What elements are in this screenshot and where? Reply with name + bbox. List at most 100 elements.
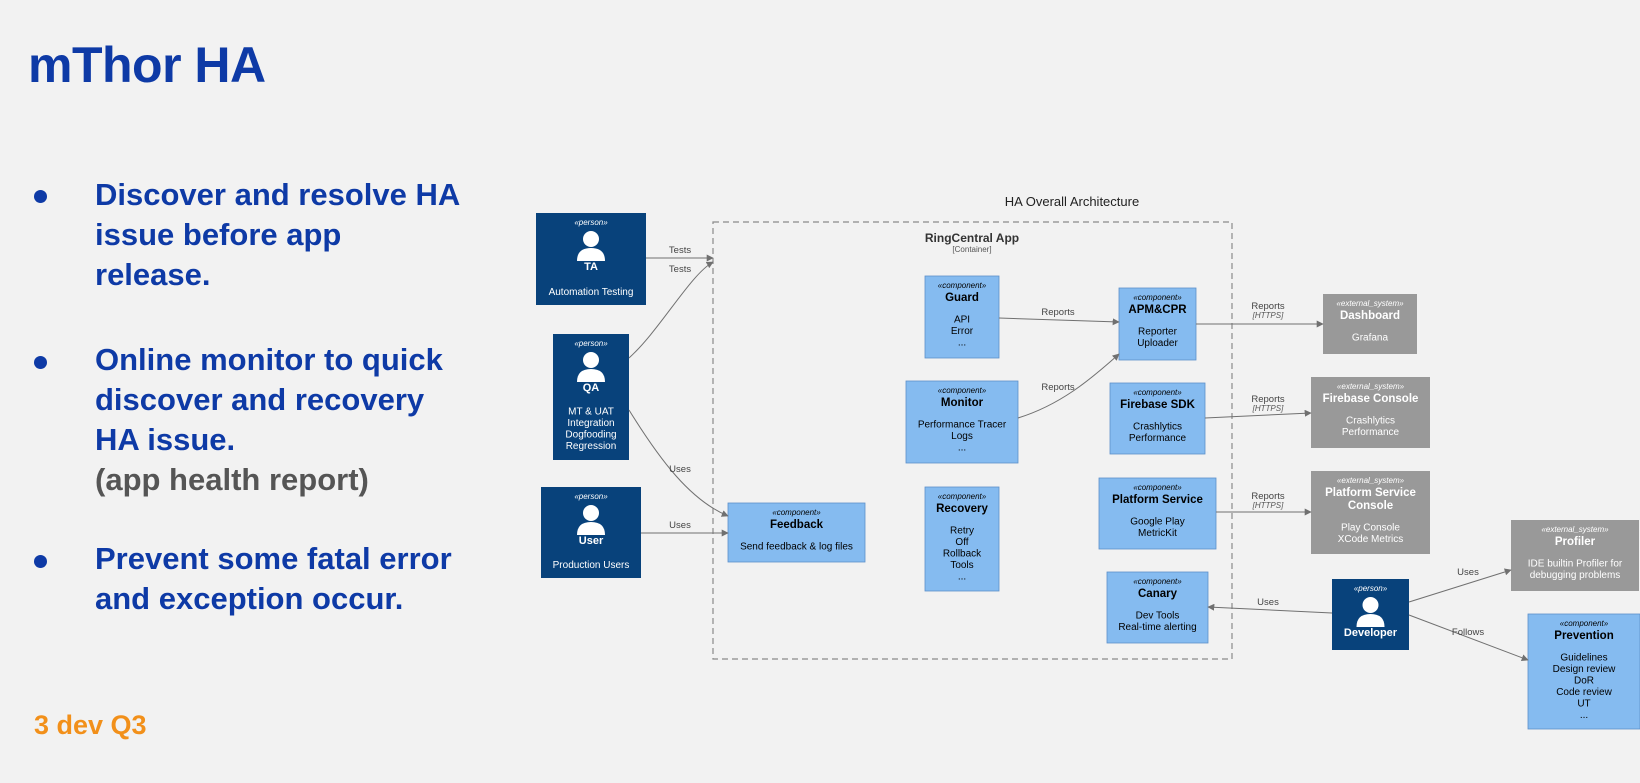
edge-label: Reports [1251, 491, 1285, 502]
node-stereotype: «component» [1560, 619, 1609, 628]
edge-label: Reports [1041, 307, 1075, 318]
node-name: User [579, 535, 604, 547]
node-stereotype: «external_system» [1541, 525, 1609, 534]
node-description: Performance [1129, 433, 1187, 444]
bullet-2-line-1: Online monitor to quick [95, 342, 443, 377]
node-description: Code review [1556, 687, 1612, 698]
node-stereotype: «person» [574, 339, 608, 348]
edge-dev-uses-profiler: Uses [1408, 567, 1512, 603]
node-description: Dogfooding [565, 430, 616, 441]
bullet-3-line-2: and exception occur. [95, 581, 404, 616]
bullet-2-subtext: (app health report) [95, 462, 369, 497]
edge-label: Follows [1452, 627, 1484, 638]
edge-label: Reports [1251, 301, 1285, 312]
bullet-dot-3 [34, 555, 47, 568]
node-name: Guard [945, 292, 979, 304]
node-stereotype: «external_system» [1337, 382, 1405, 391]
node-description: Tools [950, 560, 973, 571]
node-description: Performance Tracer [918, 420, 1007, 431]
node-stereotype: «person» [574, 218, 608, 227]
bullet-dot-2 [34, 356, 47, 369]
node-developer: «person» Developer [1332, 579, 1409, 650]
node-stereotype: «component» [1133, 577, 1182, 586]
node-stereotype: «component» [772, 508, 821, 517]
node-name: Console [1348, 500, 1393, 512]
node-firebase: «component» Firebase SDK CrashlyticsPerfor… [1109, 382, 1206, 455]
node-name: Firebase Console [1323, 393, 1419, 405]
node-description: Retry [950, 526, 974, 537]
node-name: Platform Service [1112, 494, 1203, 506]
bullet-3-line-1: Prevent some fatal error [95, 541, 452, 576]
bullet-2-line-2: discover and recovery [95, 382, 425, 417]
slide-title: mThor HA [28, 37, 266, 93]
edge-apm-reports: Reports[HTTPS] [1196, 301, 1324, 328]
node-description: Crashlytics [1346, 416, 1395, 427]
node-guard: «component»GuardAPIError... [924, 275, 1000, 359]
ringcentral-app-boundary: RingCentral App[Container] [712, 221, 1233, 660]
node-stereotype: «component» [1133, 388, 1182, 397]
node-stereotype: «external_system» [1336, 299, 1404, 308]
edge-qa-tests: Tests [628, 261, 714, 359]
node-description: Integration [567, 418, 614, 429]
node-name: Recovery [936, 503, 988, 515]
diagram-title: HA Overall Architecture [1005, 194, 1139, 209]
node-stereotype: «external_system» [1337, 476, 1405, 485]
node-platform-console: «external_system» Platform ServiceConsole… [1311, 471, 1430, 554]
node-description: Automation Testing [549, 287, 634, 298]
node-name: Dashboard [1340, 310, 1400, 322]
node-description: Off [955, 537, 968, 548]
node-stereotype: «person» [574, 492, 608, 501]
node-firebase-console: «external_system» Firebase ConsoleCrashly… [1311, 377, 1430, 448]
bullet-dot-1 [34, 190, 47, 203]
node-description: XCode Metrics [1338, 534, 1404, 545]
node-description: Grafana [1352, 333, 1389, 344]
edge-platform-reports: Reports[HTTPS] [1216, 491, 1312, 516]
footer-note: 3 dev Q3 [34, 710, 147, 740]
edge-label: Uses [1257, 597, 1279, 608]
edge-label: Tests [669, 264, 691, 275]
person-icon [577, 231, 605, 261]
node-stereotype: «component» [938, 492, 987, 501]
edge-label: Uses [669, 520, 691, 531]
bullet-1: Discover and resolve HA issue before app… [95, 175, 460, 295]
edge-qa-uses: Uses [628, 409, 729, 517]
edge-firebase-reports: Reports[HTTPS] [1204, 394, 1312, 419]
edge-label: Uses [669, 464, 691, 475]
edge-technology: [HTTPS] [1252, 501, 1284, 510]
node-description: Dev Tools [1136, 611, 1180, 622]
edge-label: Uses [1457, 567, 1479, 578]
edge-guard-reports: Reports [998, 307, 1120, 326]
node-name: TA [584, 261, 598, 273]
edge-ta-tests: Tests [646, 245, 714, 262]
node-description: DoR [1574, 676, 1594, 687]
person-icon [1356, 597, 1385, 627]
node-description: Google Play [1130, 517, 1184, 528]
node-name: Firebase SDK [1120, 399, 1195, 411]
node-description: Reporter [1138, 327, 1178, 338]
node-ta: «person» TA Automation Testing [536, 213, 646, 305]
edge-dev-follows: Follows [1408, 614, 1529, 662]
node-description: Guidelines [1560, 653, 1607, 664]
node-description: debugging problems [1530, 570, 1621, 581]
node-description: ... [1580, 710, 1588, 721]
node-name: Platform Service [1325, 487, 1416, 499]
node-stereotype: «component» [1133, 293, 1182, 302]
edge-technology: [HTTPS] [1252, 311, 1284, 320]
edge-user-uses: Uses [641, 520, 729, 537]
node-name: Developer [1344, 627, 1398, 639]
node-name: Profiler [1555, 536, 1596, 548]
bullet-1-line-1: Discover and resolve HA [95, 177, 461, 212]
bullet-2: Online monitor to quick discover and rec… [95, 340, 443, 500]
edge-label: Reports [1251, 394, 1285, 405]
node-description: Play Console [1341, 523, 1400, 534]
edge-monitor-reports: Reports [1017, 353, 1120, 419]
node-description: Crashlytics [1133, 422, 1182, 433]
node-stereotype: «person» [1354, 584, 1388, 593]
